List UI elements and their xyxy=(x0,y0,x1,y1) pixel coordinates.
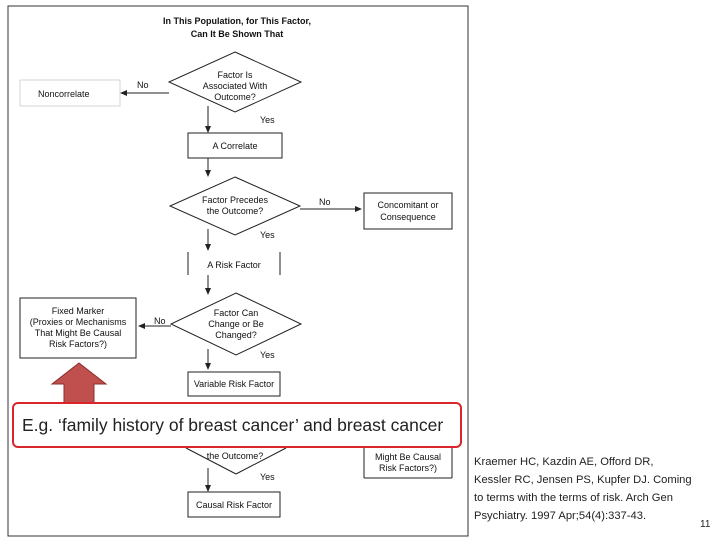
citation-line-3: to terms with the terms of risk. Arch Ge… xyxy=(474,492,673,504)
decision4-lower-right xyxy=(235,447,287,475)
page-number: 11 xyxy=(700,519,711,530)
arrowhead-variable xyxy=(205,363,211,370)
risk-factor-label: A Risk Factor xyxy=(207,260,261,270)
citation-line-1: Kraemer HC, Kazdin AE, Offord DR, xyxy=(474,456,654,468)
decision-precedes-line2: the Outcome? xyxy=(207,206,264,216)
noncorrelate-box xyxy=(19,79,121,107)
decision-associated xyxy=(167,51,303,113)
arrowhead-correlate xyxy=(205,126,211,133)
causal-risk-label: Causal Risk Factor xyxy=(196,500,272,510)
label-yes-3: Yes xyxy=(260,350,275,360)
decision-associated-line2: Associated With xyxy=(203,81,268,91)
label-no-3: No xyxy=(154,316,166,326)
arrowhead-fixed xyxy=(138,323,145,329)
correlate-label: A Correlate xyxy=(212,141,257,151)
citation-line-2: Kessler RC, Jensen PS, Kupfer DJ. Coming xyxy=(474,474,692,486)
label-no-1: No xyxy=(137,80,149,90)
partial-box-line2: Risk Factors?) xyxy=(379,463,437,473)
fixed-marker-line2: (Proxies or Mechanisms xyxy=(30,317,127,327)
arrowhead-precedes xyxy=(205,170,211,177)
arrowhead-change xyxy=(205,288,211,295)
decision-change-line1: Factor Can xyxy=(214,308,259,318)
decision4-tail: the Outcome? xyxy=(207,451,264,461)
flowchart-title-line2: Can It Be Shown That xyxy=(191,29,284,39)
arrowhead-noncorrelate xyxy=(120,90,127,96)
arrowhead-concomitant xyxy=(355,206,362,212)
partial-box-line1: Might Be Causal xyxy=(375,452,441,462)
example-callout: E.g. ‘family history of breast cancer’ a… xyxy=(12,402,462,448)
concomitant-line1: Concomitant or xyxy=(377,200,438,210)
concomitant-line2: Consequence xyxy=(380,212,436,222)
decision-change xyxy=(169,292,303,356)
citation-line-4: Psychiatry. 1997 Apr;54(4):337-43. xyxy=(474,510,647,522)
citation: Kraemer HC, Kazdin AE, Offord DR, Kessle… xyxy=(474,453,720,525)
callout-arrow xyxy=(50,362,108,405)
decision-associated-line3: Outcome? xyxy=(214,92,256,102)
fixed-marker-box xyxy=(19,297,137,359)
correlate-box xyxy=(187,132,283,159)
flowchart-title-line1: In This Population, for This Factor, xyxy=(163,16,311,26)
concomitant-box xyxy=(363,192,453,230)
decision4-lower-left xyxy=(185,447,237,475)
causal-risk-box xyxy=(187,491,281,518)
example-callout-text: E.g. ‘family history of breast cancer’ a… xyxy=(22,414,444,435)
label-yes-2: Yes xyxy=(260,230,275,240)
variable-risk-label: Variable Risk Factor xyxy=(194,379,274,389)
arrowhead-risk xyxy=(205,244,211,251)
noncorrelate-label: Noncorrelate xyxy=(38,89,90,99)
label-yes-4: Yes xyxy=(260,472,275,482)
decision-precedes xyxy=(168,176,302,236)
decision-change-line3: Changed? xyxy=(215,330,257,340)
decision-change-line2: Change or Be xyxy=(208,319,264,329)
arrowhead-causal xyxy=(205,485,211,492)
fixed-marker-line1: Fixed Marker xyxy=(52,306,105,316)
label-no-2: No xyxy=(319,197,331,207)
label-yes-1: Yes xyxy=(260,115,275,125)
fixed-marker-line4: Risk Factors?) xyxy=(49,339,107,349)
decision-precedes-line1: Factor Precedes xyxy=(202,195,269,205)
decision-associated-line1: Factor Is xyxy=(217,70,253,80)
variable-risk-box xyxy=(187,371,281,397)
fixed-marker-line3: That Might Be Causal xyxy=(35,328,122,338)
